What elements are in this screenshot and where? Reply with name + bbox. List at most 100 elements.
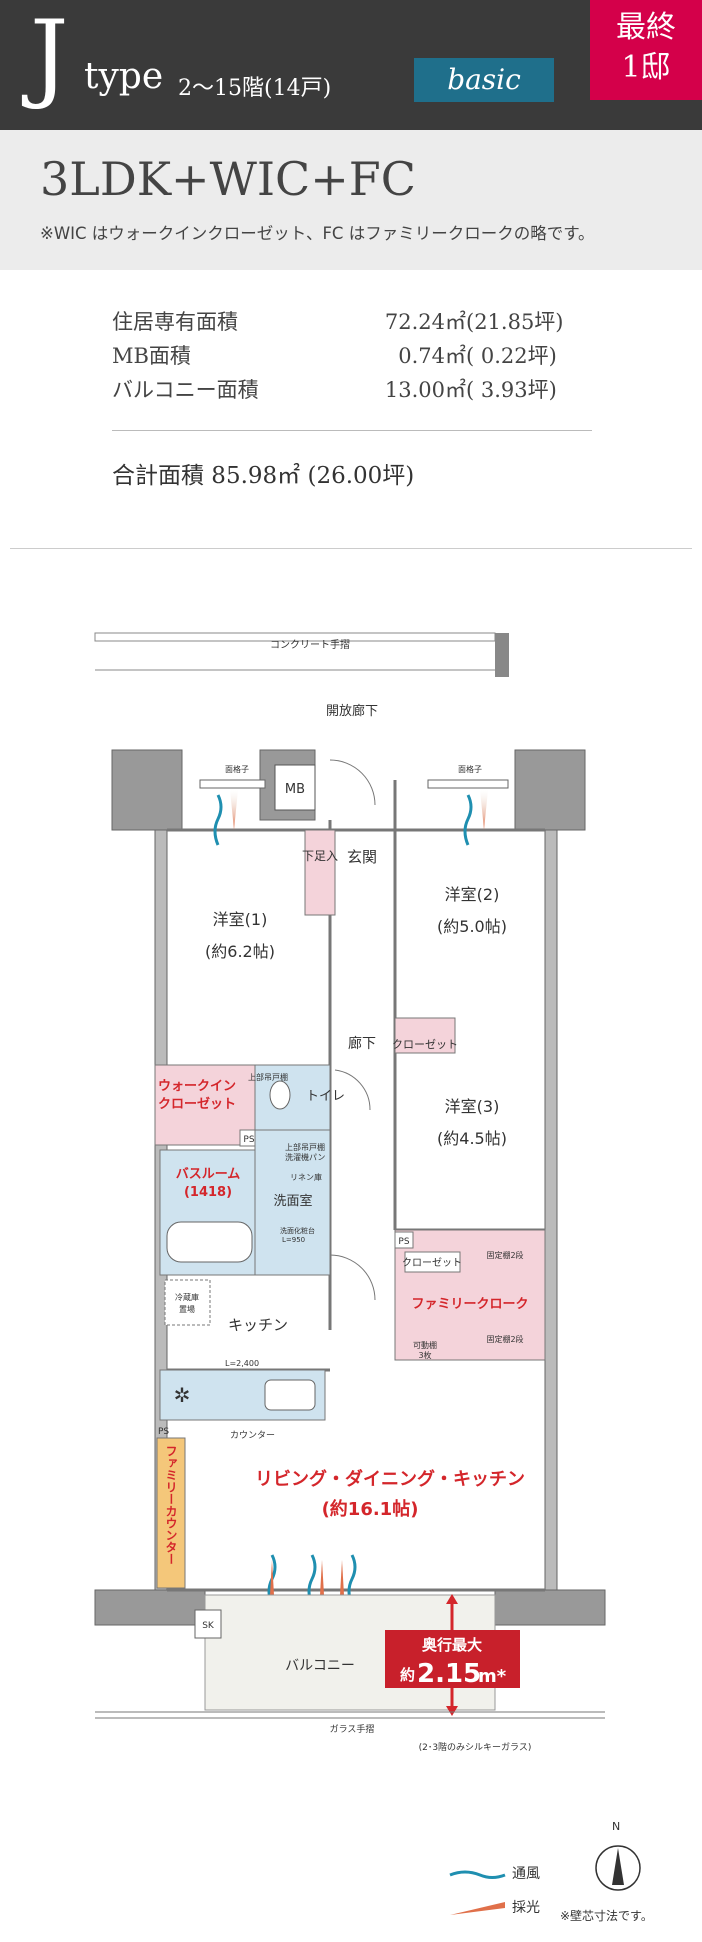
linen-label: リネン庫 (290, 1172, 322, 1182)
toilet-door (334, 1069, 371, 1111)
ps-label: PS (243, 1135, 254, 1145)
closet (404, 1251, 461, 1273)
wic (154, 1064, 256, 1146)
area-tsubo: ( 0.22坪) (466, 344, 557, 368)
fixed-shelf-label: 固定棚2段 (486, 1334, 523, 1344)
area-label: 住居専有面積 (112, 310, 238, 334)
room1-label: 洋室(1) (213, 910, 268, 929)
ldk-label: リビング・ダイニング・キッチン (255, 1468, 525, 1490)
toilet-icon (269, 1080, 291, 1110)
badge-line2: 1邸 (621, 50, 671, 85)
note-label: ※壁芯寸法です。 (560, 1908, 653, 1923)
compass-icon (595, 1845, 641, 1891)
floor-plan: コンクリート手摺 開放廊下 面格子 面格子 MB 下足入 玄関 洋室(1) (約… (94, 632, 653, 1923)
area-row: 住居専有面積 72.24㎡(21.85坪) (112, 306, 576, 336)
last-unit-badge: 最終 1邸 (590, 0, 702, 100)
room2-size: (約5.0帖) (437, 917, 507, 936)
concrete-rail-label: コンクリート手摺 (270, 638, 350, 651)
divider (112, 430, 592, 431)
ps-label: PS (158, 1427, 169, 1437)
area-value: 72.24㎡ (384, 310, 466, 334)
open-corridor-label: 開放廊下 (326, 703, 378, 719)
area-label: バルコニー面積 (112, 378, 259, 402)
fridge-label: 冷蔵庫 (175, 1292, 199, 1302)
wic-label: ウォークイン (158, 1079, 236, 1094)
vanity-label: 洗面化粧台 (280, 1226, 315, 1235)
depth-badge (385, 1630, 520, 1688)
divider (10, 548, 692, 549)
washroom-label: 洗面室 (273, 1193, 312, 1209)
sk-label: SK (202, 1621, 215, 1631)
movable-shelf-count: 3枚 (418, 1350, 431, 1360)
toilet-label: トイレ (306, 1089, 345, 1104)
area-tsubo: ( 3.93坪) (466, 378, 557, 402)
plan-header (0, 130, 702, 270)
arrow-down-icon (446, 1706, 458, 1716)
glass-rail-label: ガラス手摺 (330, 1723, 375, 1735)
area-label: MB面積 (112, 344, 191, 368)
family-counter (156, 1437, 186, 1589)
type-letter: J (30, 0, 69, 112)
washing-pan-label: 洗濯機パン (285, 1152, 325, 1162)
fridge-label: 置場 (179, 1304, 195, 1314)
ldk-size: (約16.1帖) (322, 1498, 419, 1520)
family-cloak-label: ファミリークローク (411, 1297, 528, 1312)
depth-unit: m* (478, 1666, 507, 1687)
light-label: 採光 (512, 1900, 540, 1916)
fridge-space (164, 1279, 211, 1326)
closet-label: クローゼット (392, 1038, 458, 1051)
hallway-label: 廊下 (348, 1035, 376, 1052)
entrance-label: 玄関 (347, 848, 377, 866)
north-arrow-icon (612, 1848, 624, 1885)
ventilation-arrows (213, 790, 488, 846)
depth-prefix: 約 (400, 1666, 415, 1684)
closet-label: クローゼット (402, 1257, 462, 1269)
sink-icon (264, 1379, 316, 1411)
concrete-rail (94, 632, 509, 677)
area-row: バルコニー面積 13.00㎡( 3.93坪) (112, 374, 576, 404)
arrow-up-icon (446, 1594, 458, 1604)
movable-shelf-label: 可動棚 (413, 1340, 437, 1350)
plan-type: 3LDK+WIC+FC (40, 152, 416, 206)
light-legend-icon (450, 1902, 505, 1915)
wind-label: 通風 (512, 1866, 540, 1882)
mb-label: MB (285, 782, 305, 797)
room1-size: (約6.2帖) (205, 942, 275, 961)
balcony-label: バルコニー (285, 1658, 355, 1674)
wind-legend-icon (449, 1870, 506, 1879)
room3-size: (約4.5帖) (437, 1129, 507, 1148)
stove-icon: ✲ (174, 1383, 191, 1407)
bathroom-label: バスルーム (176, 1167, 241, 1182)
depth-label: 奥行最大 (422, 1636, 482, 1654)
basic-tag: basic (414, 58, 554, 102)
room2-label: 洋室(2) (445, 885, 500, 904)
sk-box (194, 1609, 222, 1639)
glass-rail-note: (2･3階のみシルキーガラス) (419, 1742, 532, 1753)
shoe-storage (304, 829, 336, 916)
area-row: MB面積 0.74㎡( 0.22坪) (112, 340, 576, 370)
upper-cabinet-label: 上部吊戸棚 (285, 1142, 325, 1152)
badge-line1: 最終 (616, 10, 676, 45)
washroom (254, 1129, 331, 1276)
lattice-label: 面格子 (225, 764, 249, 774)
lattice (427, 779, 509, 789)
room3-label: 洋室(3) (445, 1097, 500, 1116)
type-word: type (84, 56, 164, 97)
shoe-storage-label: 下足入 (302, 849, 338, 863)
area-value: 0.74㎡ (398, 344, 466, 368)
area-value: 13.00㎡ (384, 378, 466, 402)
area-tsubo: (21.85坪) (466, 310, 564, 334)
closet (394, 1017, 456, 1054)
lattice (199, 779, 266, 789)
depth-value: 2.15 (417, 1659, 481, 1689)
wic-label: クローゼット (158, 1096, 236, 1112)
lattice-label: 面格子 (458, 764, 482, 774)
ps-box (394, 1231, 414, 1249)
kitchen-label: キッチン (228, 1316, 288, 1334)
bathtub-icon (166, 1221, 253, 1263)
upper-storage-label: 上部吊戸棚 (248, 1072, 288, 1082)
header-bar (0, 0, 702, 130)
washroom-door (329, 1254, 376, 1301)
floors-label: 2〜15階(14戸) (178, 76, 332, 101)
family-counter-label: ファミリーカウンター (164, 1445, 178, 1565)
